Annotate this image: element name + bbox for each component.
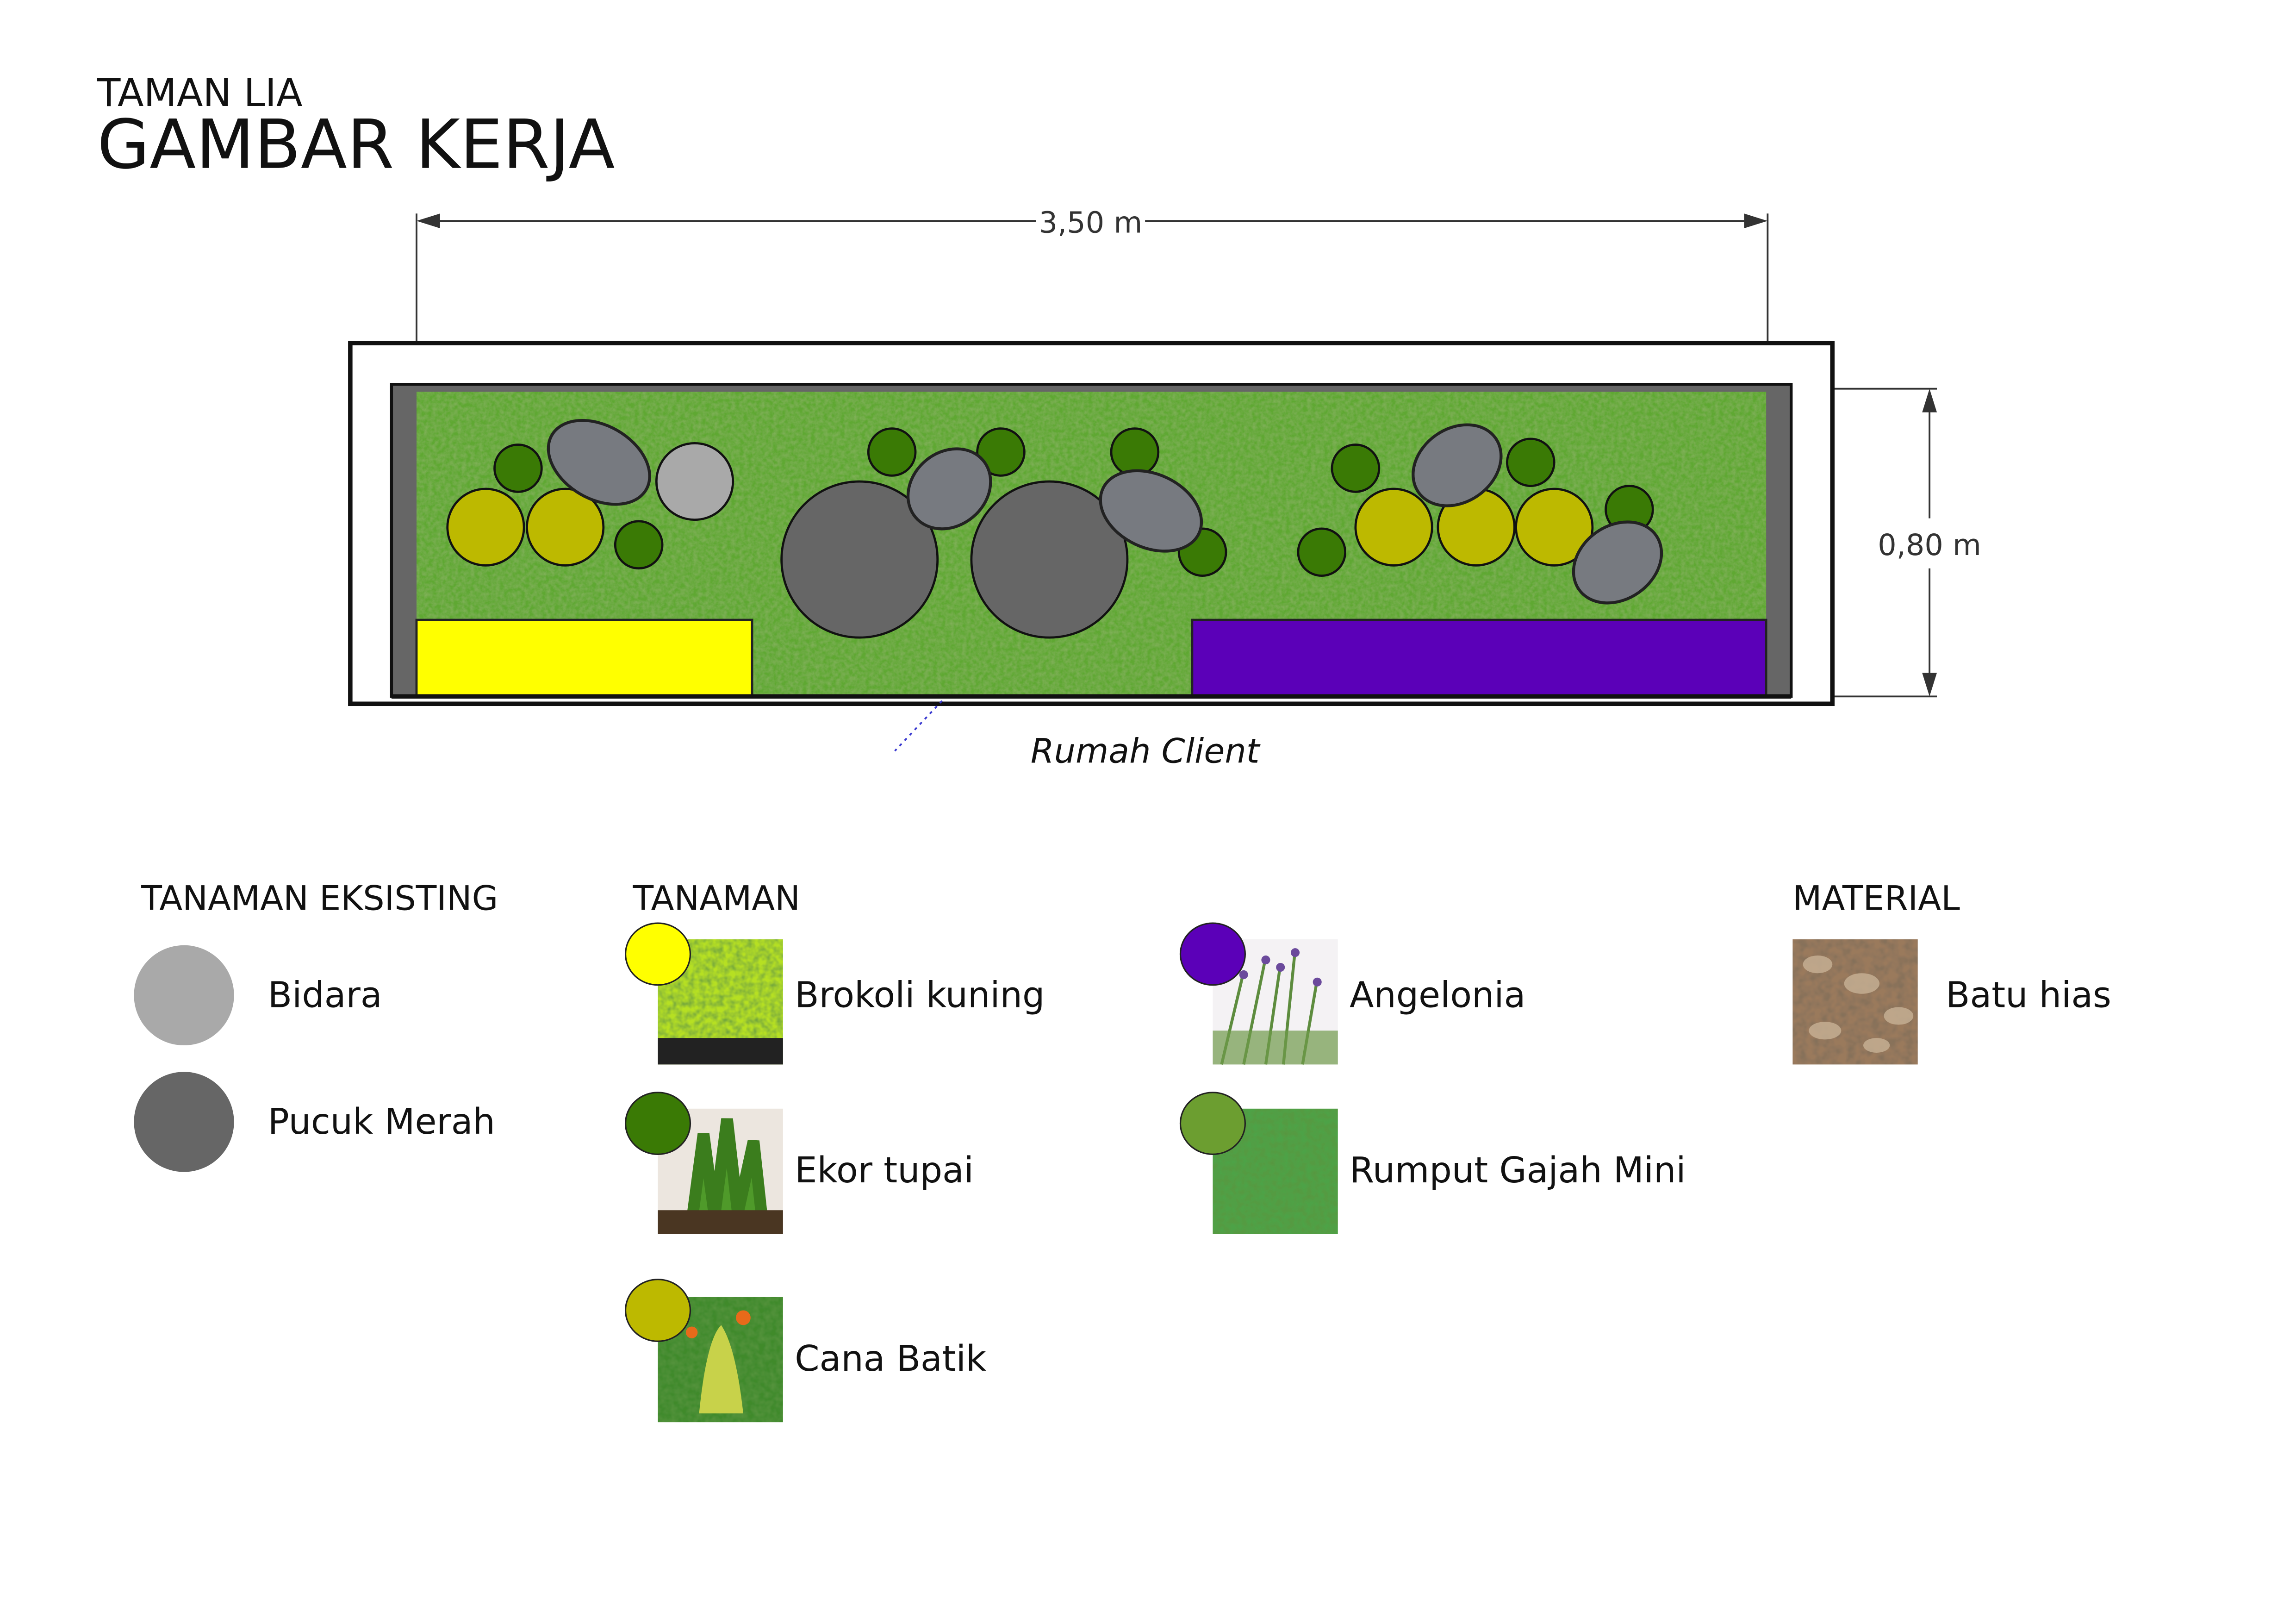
rumput-gajah-swatch	[1179, 1092, 1246, 1155]
legend-item-rumput-gajah-mini: Rumput Gajah Mini	[1179, 1092, 1686, 1234]
legend-label-batu-hias: Batu hias	[1946, 974, 2111, 1015]
legend-material-title: MATERIAL	[1792, 879, 1960, 918]
width-dimension	[416, 213, 1769, 344]
bidara-swatch	[134, 945, 234, 1046]
angelonia-swatch	[1179, 922, 1246, 986]
ekor-tupai-swatch	[624, 1092, 691, 1155]
legend-label-pucuk-merah: Pucuk Merah	[268, 1101, 495, 1142]
legend-label-rumput-gajah-mini: Rumput Gajah Mini	[1350, 1149, 1686, 1191]
batu-hias-group	[547, 418, 1663, 605]
garden-plan	[348, 341, 1835, 706]
page-title: GAMBAR KERJA	[97, 106, 615, 184]
project-name: TAMAN LIA	[97, 71, 303, 115]
angelonia-bed	[1191, 618, 1767, 698]
pucuk-merah-plant	[780, 480, 939, 639]
legend-label-cana-batik: Cana Batik	[795, 1338, 986, 1379]
cana-batik-swatch	[624, 1279, 691, 1342]
height-dimension	[1832, 387, 1937, 698]
height-label: 0,80 m	[1878, 528, 1981, 562]
brokoli-bed	[415, 618, 753, 698]
legend-label-brokoli: Brokoli kuning	[795, 974, 1045, 1015]
bidara-plant	[655, 442, 734, 521]
cana-batik-group	[446, 487, 1594, 567]
legend-item-angelonia: Angelonia	[1179, 922, 1525, 1065]
house-leader-line	[894, 700, 943, 752]
pucuk-merah-plant	[970, 480, 1129, 639]
pucuk-merah-group	[780, 480, 1129, 639]
house-label: Rumah Client	[1031, 731, 1261, 771]
legend-item-ekor-tupai: Ekor tupai	[624, 1092, 974, 1234]
legend-item-batu-hias: Batu hias	[1792, 939, 2111, 1065]
legend-label-bidara: Bidara	[268, 974, 382, 1015]
legend-item-brokoli: Brokoli kuning	[624, 922, 1045, 1065]
legend-plants-title: TANAMAN	[632, 879, 800, 918]
legend-item-cana-batik: Cana Batik	[624, 1279, 986, 1423]
legend-label-ekor-tupai: Ekor tupai	[795, 1149, 974, 1191]
legend-existing-title: TANAMAN EKSISTING	[141, 879, 498, 918]
legend-label-angelonia: Angelonia	[1350, 974, 1525, 1015]
brokoli-swatch	[624, 922, 691, 986]
width-label: 3,50 m	[1039, 206, 1143, 240]
pucuk-merah-swatch	[134, 1072, 234, 1172]
